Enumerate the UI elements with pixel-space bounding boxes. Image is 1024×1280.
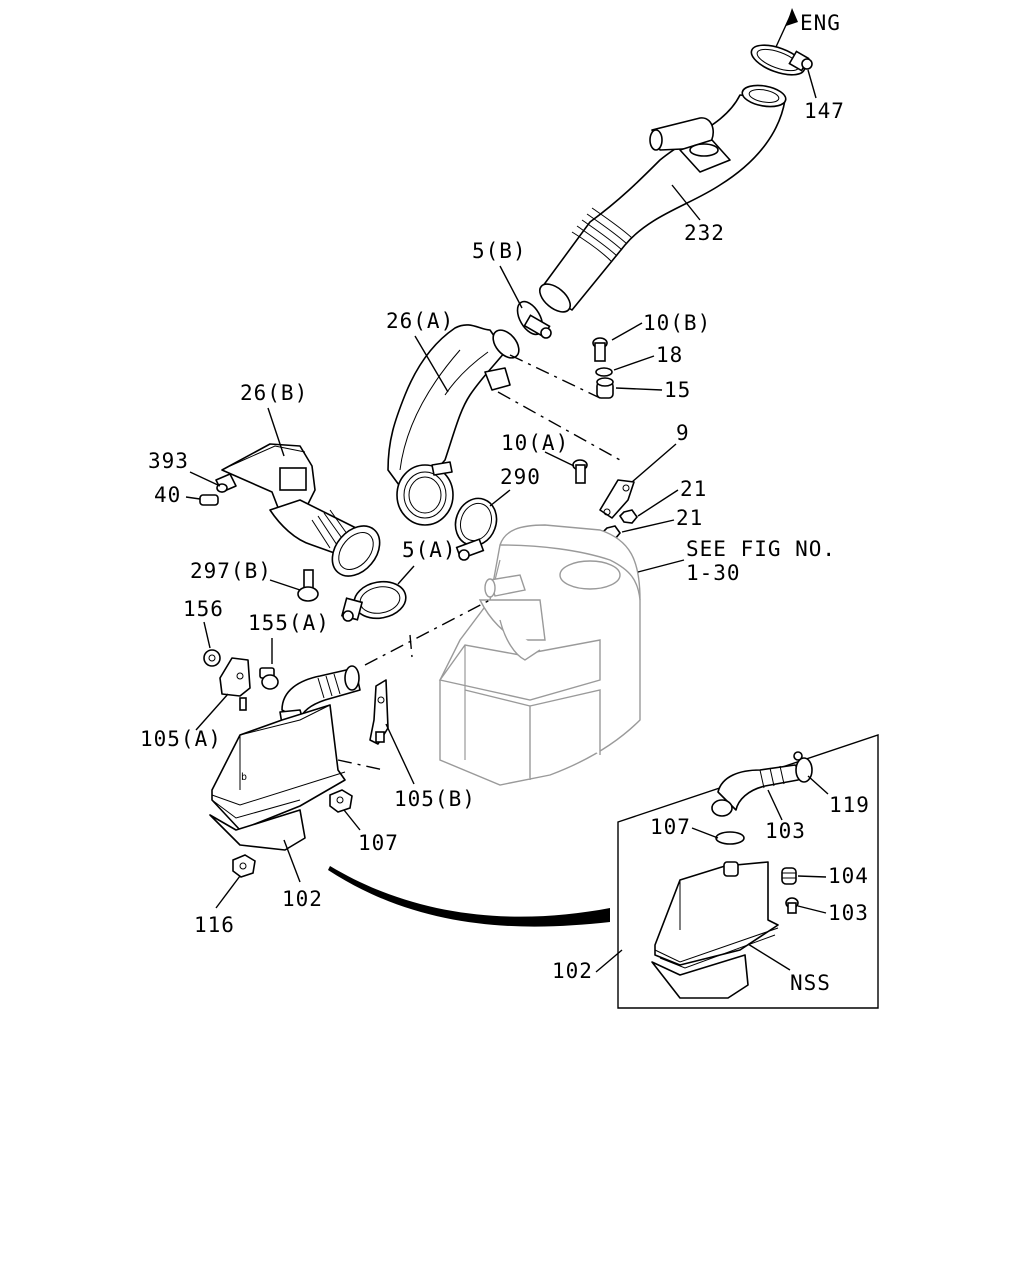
callout-40: 40 bbox=[154, 483, 181, 507]
callout-103-upper: 107 bbox=[358, 831, 399, 855]
resonator-mark: b bbox=[241, 772, 247, 783]
bolt-10b bbox=[592, 337, 608, 362]
washer-156 bbox=[203, 649, 221, 667]
callout-102-inset: 102 bbox=[552, 959, 593, 983]
callout-155a: 155(A) bbox=[248, 611, 330, 635]
callout-290: 290 bbox=[500, 465, 541, 489]
callout-156: 156 bbox=[183, 597, 224, 621]
washer-18 bbox=[595, 367, 613, 377]
see-fig-line1: SEE FIG NO. bbox=[686, 537, 836, 561]
duct-26b bbox=[215, 443, 381, 577]
callout-18: 18 bbox=[656, 343, 683, 367]
bolt-10a bbox=[572, 459, 588, 484]
callout-104: 104 bbox=[828, 864, 869, 888]
clamp-5b bbox=[516, 300, 552, 339]
callout-393: 393 bbox=[148, 449, 189, 473]
callout-102-main: 102 bbox=[282, 887, 323, 911]
air-cleaner-reference bbox=[438, 524, 641, 786]
nut-103-lower bbox=[232, 854, 256, 878]
bracket-9 bbox=[599, 479, 635, 519]
nut-21-upper bbox=[618, 509, 639, 524]
callout-5a: 5(A) bbox=[402, 538, 457, 562]
callout-297b: 297(B) bbox=[190, 559, 272, 583]
bracket-105b bbox=[369, 679, 389, 745]
callout-147: 147 bbox=[804, 99, 845, 123]
bolt-155a bbox=[259, 667, 279, 690]
eng-label: ENG bbox=[800, 11, 841, 35]
callout-119: 103 bbox=[765, 819, 806, 843]
callout-105a: 105(A) bbox=[140, 727, 222, 751]
duct-26a bbox=[387, 324, 520, 526]
callout-9: 9 bbox=[676, 421, 690, 445]
mount-15 bbox=[596, 377, 614, 399]
callout-nss: NSS bbox=[790, 971, 831, 995]
detail-pointer-arrow bbox=[328, 866, 610, 927]
detail-inset bbox=[617, 734, 879, 1009]
callout-232: 232 bbox=[684, 221, 725, 245]
bracket-105a bbox=[219, 657, 251, 711]
callout-15: 15 bbox=[664, 378, 691, 402]
clamp-290 bbox=[454, 497, 498, 561]
callout-105b: 105(B) bbox=[394, 787, 476, 811]
callout-107-right: 119 bbox=[829, 793, 870, 817]
callout-103-lower: 116 bbox=[194, 913, 235, 937]
clamp-147 bbox=[750, 44, 813, 76]
callout-26a: 26(A) bbox=[386, 309, 454, 333]
resonator-box-102: b bbox=[209, 704, 346, 851]
nut-103-upper bbox=[329, 789, 353, 813]
see-fig-line2: 1-30 bbox=[686, 561, 741, 585]
clamp-5a bbox=[340, 580, 407, 622]
callout-116: 103 bbox=[828, 901, 869, 925]
callout-5b: 5(B) bbox=[472, 239, 527, 263]
callout-10a: 10(A) bbox=[501, 431, 569, 455]
callout-26b: 26(B) bbox=[240, 381, 308, 405]
callout-21-lower: 21 bbox=[676, 506, 703, 530]
callout-10b: 10(B) bbox=[643, 311, 711, 335]
clip-40 bbox=[199, 494, 219, 506]
bolt-297b bbox=[297, 569, 319, 602]
intake-hose-232 bbox=[538, 84, 787, 313]
callout-107-left: 107 bbox=[650, 815, 691, 839]
callout-21-upper: 21 bbox=[680, 477, 707, 501]
